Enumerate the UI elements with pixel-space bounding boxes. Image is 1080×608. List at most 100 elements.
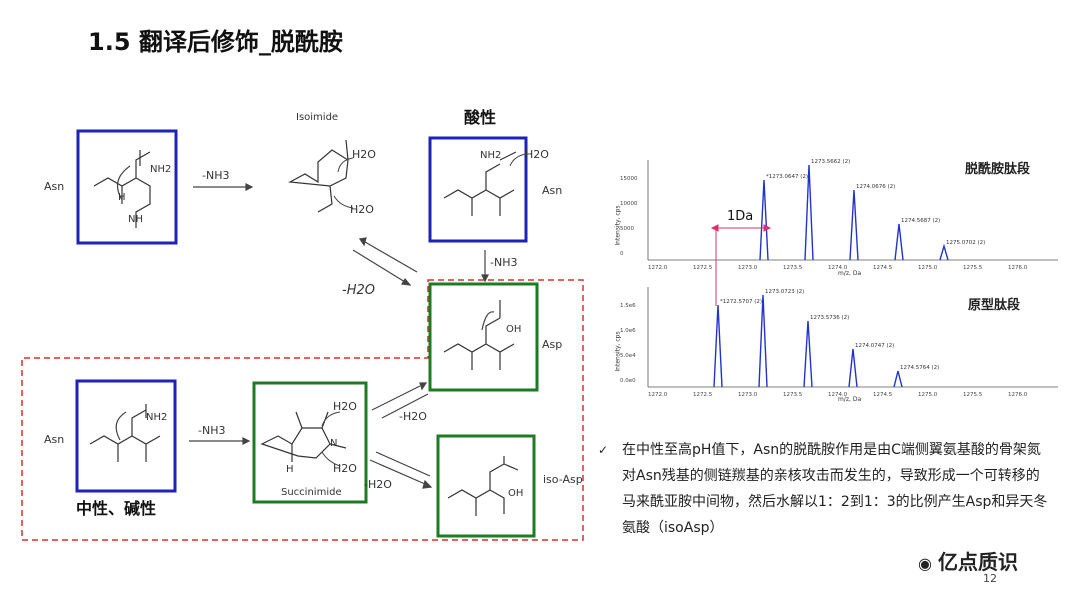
bottom-ytick: 1.5e6 — [620, 303, 636, 309]
top-peak-label: 1274.5687 (2) — [901, 218, 940, 224]
pathway-dashed-box — [21, 279, 584, 541]
label-nh3-top: -NH3 — [202, 169, 230, 182]
top-ytick: 15000 — [620, 176, 638, 182]
asn-bottom-arrow — [115, 411, 127, 441]
bottom-xtick: 1273.5 — [783, 392, 803, 398]
bottom-peak-label: 1274.5764 (2) — [900, 365, 939, 371]
iso-asp-box — [436, 434, 536, 538]
bottom-peak-label: 1273.5736 (2) — [810, 315, 849, 321]
label-h2o-minus-2: -H2O — [399, 410, 427, 423]
asn-top-box — [76, 129, 178, 245]
page-number: 12 — [983, 572, 997, 585]
atom-oh-a: OH — [506, 324, 522, 335]
label-succinimide: Succinimide — [281, 487, 342, 498]
bottom-peak-label: 1274.0747 (2) — [855, 343, 894, 349]
asn-top-structure — [93, 150, 151, 228]
atom-nh2-b: NH2 — [480, 150, 502, 161]
top-xtick: 1272.5 — [693, 265, 713, 271]
slide-title: 1.5 翻译后修饰_脱酰胺 — [88, 28, 343, 56]
asn-bottom-box — [75, 379, 177, 493]
atom-nh-a: NH — [128, 214, 143, 225]
bottom-xtick: 1276.0 — [1008, 392, 1028, 398]
label-isoimide: Isoimide — [296, 112, 339, 123]
bottom-xtick: 1272.5 — [693, 392, 713, 398]
label-h2o-3: H2O — [525, 148, 549, 161]
label-iso-asp: iso-Asp — [543, 473, 583, 486]
asn-right-structure — [443, 151, 517, 216]
top-peak — [939, 243, 949, 261]
label-h2o-1: H2O — [352, 148, 376, 161]
asn-bottom-structure — [89, 404, 161, 462]
bottom-xtick: 1275.5 — [963, 392, 983, 398]
bottom-peak — [803, 320, 813, 388]
succinimide-box — [252, 381, 368, 504]
top-peak-label: 1274.0676 (2) — [856, 184, 895, 190]
label-nh3-mid: -NH3 — [490, 256, 518, 269]
top-ytick: 5000 — [620, 226, 634, 232]
bottom-xtick: 1274.0 — [828, 392, 848, 398]
label-h2o-4: H2O — [333, 400, 357, 413]
label-acidic: 酸性 — [464, 108, 497, 127]
mass-spectra: *1273.0647 (2) 1273.5662 (2) 1274.0676 (2)… — [620, 159, 1058, 398]
atom-nh2-a: NH2 — [150, 164, 172, 175]
label-nh3-bottom: -NH3 — [198, 424, 226, 437]
top-peak — [804, 164, 814, 261]
top-ytick: 0 — [620, 251, 624, 257]
top-peak-label: *1273.0647 (2) — [766, 174, 808, 180]
top-xtick: 1273.0 — [738, 265, 758, 271]
top-xtick: 1276.0 — [1008, 265, 1028, 271]
bottom-peak — [848, 348, 858, 388]
label-h2o-minus-1: -H2O — [342, 283, 375, 298]
asp-arrow — [481, 311, 495, 331]
bottom-peak-label: 1273.0723 (2) — [765, 289, 804, 295]
spectrum-top-title: 脱酰胺肽段 — [965, 162, 1031, 177]
bottom-xtick: 1273.0 — [738, 392, 758, 398]
top-spectrum-peaks: *1273.0647 (2) 1273.5662 (2) 1274.0676 (2)… — [620, 159, 1028, 271]
label-asn-top: Asn — [44, 180, 65, 193]
delta-label: 1Da — [727, 209, 754, 224]
bottom-spectrum-peaks: *1272.5707 (2)1273.0723 (2) 1273.5736 (2)… — [620, 289, 1028, 398]
label-h2o-2: H2O — [350, 203, 374, 216]
check-icon: ✓ — [598, 443, 609, 457]
atom-h-a: H — [118, 192, 126, 203]
top-xtick: 1275.0 — [918, 265, 938, 271]
asn-top-arrow — [116, 165, 131, 201]
brand-watermark: ◉亿点质识 — [918, 546, 1018, 575]
iso-asp-structure — [447, 456, 519, 516]
bottom-ytick: 5.0e4 — [620, 353, 636, 359]
bottom-xlabel: m/z, Da — [838, 396, 862, 403]
top-xlabel: m/z, Da — [838, 270, 862, 277]
spectrum-bottom-title: 原型肽段 — [968, 298, 1021, 313]
bottom-peak-label: *1272.5707 (2) — [720, 299, 762, 305]
label-neutral-basic: 中性、碱性 — [76, 499, 157, 518]
bottom-xtick: 1275.0 — [918, 392, 938, 398]
label-asp: Asp — [542, 338, 563, 351]
atom-n-a: N — [330, 438, 338, 449]
label-h2o-5: H2O — [333, 462, 357, 475]
bottom-xtick: 1274.5 — [873, 392, 893, 398]
succinimide-structure — [260, 411, 347, 462]
wechat-icon: ◉ — [918, 554, 932, 573]
atom-nh2-c: NH2 — [146, 412, 168, 423]
bullet-paragraph: ✓ 在中性至高pH值下，Asn的脱酰胺作用是由C端侧翼氨基酸的骨架氮对Asn残基… — [598, 437, 1050, 541]
top-peak — [759, 179, 769, 261]
top-xtick: 1274.5 — [873, 265, 893, 271]
top-xtick: 1275.5 — [963, 265, 983, 271]
asp-box — [428, 282, 539, 392]
atom-h-b: H — [286, 464, 294, 475]
bottom-ylabel: Intensity, cps — [614, 331, 622, 372]
atom-oh-b: OH — [508, 488, 524, 499]
top-peak — [849, 189, 859, 261]
bottom-ytick: 1.0e6 — [620, 328, 636, 334]
isoimide-structure — [287, 139, 349, 213]
top-peak-label: 1273.5662 (2) — [811, 159, 850, 165]
bottom-peak — [758, 294, 768, 388]
deamidation-scheme — [21, 129, 584, 541]
bottom-peak — [893, 370, 903, 388]
top-peak — [894, 223, 904, 261]
top-ytick: 10000 — [620, 201, 638, 207]
top-ylabel: Intensity, cps — [614, 205, 622, 246]
top-xtick: 1274.0 — [828, 265, 848, 271]
label-asn-right: Asn — [542, 184, 563, 197]
top-peak-label: 1275.0702 (2) — [946, 240, 985, 246]
